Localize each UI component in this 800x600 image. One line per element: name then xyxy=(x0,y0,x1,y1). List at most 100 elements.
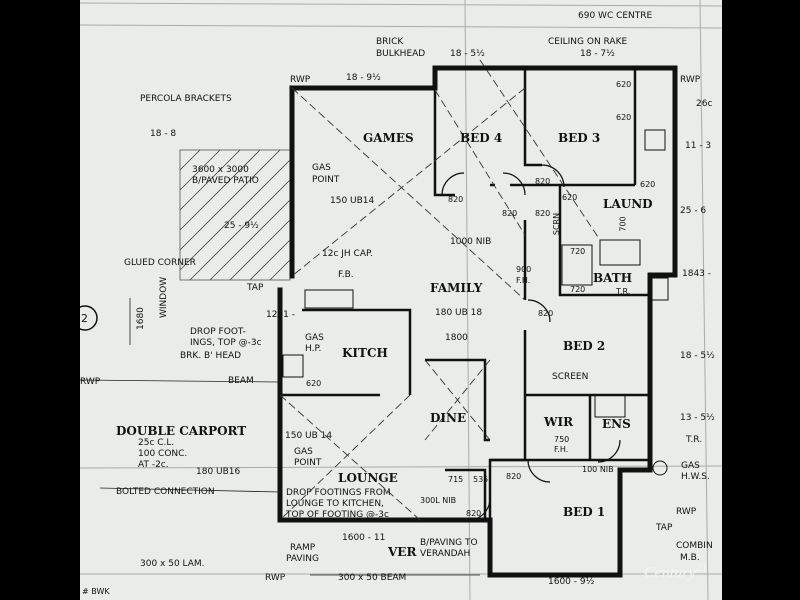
tap-right-note: TAP xyxy=(656,523,673,533)
dim-1600-9: 1600 - 9½ xyxy=(548,577,595,587)
door-620-kitch: 620 xyxy=(306,379,322,388)
door-820-a: 820 xyxy=(502,209,518,218)
scrn-note: SCRN xyxy=(552,212,562,236)
dim-535: 535 xyxy=(473,475,489,484)
bulkhead-dimension: 18 - 5½ xyxy=(450,49,485,59)
window-label: WINDOW xyxy=(159,276,169,318)
patio-size-note: 3600 x 3000 xyxy=(192,165,249,175)
rwp-bottom-note: RWP xyxy=(265,573,286,583)
tap-left-note: TAP xyxy=(247,283,264,293)
dim-1251: 1251 - xyxy=(266,310,296,320)
drop-footings-2: INGS, TOP @-3c xyxy=(190,338,262,348)
room-label-bed1: BED 1 xyxy=(563,505,606,519)
room-label-bath: BATH xyxy=(593,271,633,285)
percola-brackets-note: PERCOLA BRACKETS xyxy=(140,94,232,104)
door-620-a: 620 xyxy=(616,80,632,89)
ub16-note: 180 UB16 xyxy=(196,467,241,477)
brand-suffix: 21 xyxy=(695,560,708,574)
brand-name: Century xyxy=(644,564,696,582)
tr-bath: T.R. xyxy=(616,287,631,296)
screen-note: SCREEN xyxy=(552,372,589,382)
jh-cap-note: 12c JH CAP. xyxy=(322,249,373,259)
bolted-connection-note: BOLTED CONNECTION xyxy=(116,487,215,497)
dim-700: 700 xyxy=(618,216,628,232)
dim-1843: 1843 - xyxy=(682,269,712,279)
room-label-bed2: BED 2 xyxy=(563,339,606,353)
floor-plan-drawing xyxy=(80,0,722,600)
beam-note: BEAM xyxy=(228,376,254,386)
floor-plan-sheet: GAMES BED 4 BED 3 LAUND BATH FAMILY KITC… xyxy=(80,0,722,600)
fh-1: F.H. xyxy=(516,276,531,285)
dim-11-3: 11 - 3 xyxy=(685,141,712,151)
door-820-lounge: 820 xyxy=(466,509,482,518)
drop-lounge-1: DROP FOOTINGS FROM xyxy=(286,488,391,498)
brk-bhead-note: BRK. B' HEAD xyxy=(180,351,242,361)
room-label-games: GAMES xyxy=(363,131,414,145)
rwp-bottom-right: RWP xyxy=(676,507,697,517)
carport-cl-note: 25c C.L. xyxy=(138,438,175,448)
drop-lounge-2: LOUNGE TO KITCHEN, xyxy=(286,499,384,509)
window-dimension: 1680 xyxy=(136,307,146,330)
brick-note: BRICK xyxy=(376,37,404,47)
door-620-b: 620 xyxy=(616,113,632,122)
gas-hws-2: H.W.S. xyxy=(681,472,710,482)
ub14-top: 150 UB14 xyxy=(330,196,375,206)
bpaving-note-1: B/PAVING TO xyxy=(420,538,478,548)
carport-at-note: AT -2c. xyxy=(138,460,169,470)
room-label-dine: DINE xyxy=(430,411,467,425)
fb-note: F.B. xyxy=(338,270,354,280)
nib-300: 300L NIB xyxy=(420,496,457,505)
room-label-ens: ENS xyxy=(602,417,631,431)
room-label-double-carport: DOUBLE CARPORT xyxy=(116,424,247,438)
combin-note-1: COMBIN xyxy=(676,541,713,551)
room-label-lounge: LOUNGE xyxy=(338,471,398,485)
gas-hp-1: GAS xyxy=(305,333,324,343)
bwk-note: # BWK xyxy=(82,587,110,596)
section-marker: 2 xyxy=(81,312,88,325)
ramp-note-1: RAMP xyxy=(290,543,316,553)
dim-1800: 1800 xyxy=(445,333,468,343)
gas-point-top-1: GAS xyxy=(312,163,331,173)
patio-label-note: B/PAVED PATIO xyxy=(192,176,259,186)
dim-715: 715 xyxy=(448,475,464,484)
ub14-lounge: 150 UB 14 xyxy=(285,431,333,441)
gas-hws-1: GAS xyxy=(681,461,700,471)
wc-centre-note: 690 WC CENTRE xyxy=(578,11,653,21)
fh-2: F.H. xyxy=(554,445,569,454)
bulkhead-note: BULKHEAD xyxy=(376,49,426,59)
room-label-family: FAMILY xyxy=(430,281,483,295)
room-label-ver: VER xyxy=(388,545,417,559)
dim-13-5: 13 - 5½ xyxy=(680,413,715,423)
dim-18-5-right: 18 - 5½ xyxy=(680,351,715,361)
dim-26c: 26c xyxy=(696,99,713,109)
door-820-bed1: 820 xyxy=(506,472,522,481)
ceiling-rake-note: CEILING ON RAKE xyxy=(548,37,628,47)
dim-1600-11: 1600 - 11 xyxy=(342,533,386,543)
patio-dimension: 25 - 9½ xyxy=(224,221,259,231)
drop-lounge-3: TOP OF FOOTING @-3c xyxy=(286,510,389,520)
door-620-c: 620 xyxy=(640,180,656,189)
top-dimension: 18 - 9½ xyxy=(346,73,381,83)
dim-900: 900 xyxy=(516,265,532,274)
dim-25-6: 25 - 6 xyxy=(680,206,707,216)
ceiling-dimension: 18 - 7½ xyxy=(580,49,615,59)
ub18-note: 180 UB 18 xyxy=(435,308,483,318)
rwp-left-note: RWP xyxy=(80,377,101,387)
room-label-bed3: BED 3 xyxy=(558,131,601,145)
combin-note-2: M.B. xyxy=(680,553,700,563)
rwp-top-right-note: RWP xyxy=(680,75,701,85)
nib-100: 100 NIB xyxy=(582,465,614,474)
gas-point-lounge-1: GAS xyxy=(294,447,313,457)
century21-logo: Century21 xyxy=(644,560,708,582)
dim-750: 750 xyxy=(554,435,570,444)
beam-bottom-note: 300 x 50 BEAM xyxy=(338,573,407,583)
door-620-d: 620 xyxy=(562,193,578,202)
rwp-top-note: RWP xyxy=(290,75,311,85)
room-label-laund: LAUND xyxy=(603,197,653,211)
drop-footings-1: DROP FOOT- xyxy=(190,327,246,337)
door-820-c: 820 xyxy=(535,209,551,218)
dim-720-a: 720 xyxy=(570,247,586,256)
nib-1000: 1000 NIB xyxy=(450,237,492,247)
gas-point-top-2: POINT xyxy=(312,175,340,185)
room-label-kitch: KITCH xyxy=(342,346,388,360)
